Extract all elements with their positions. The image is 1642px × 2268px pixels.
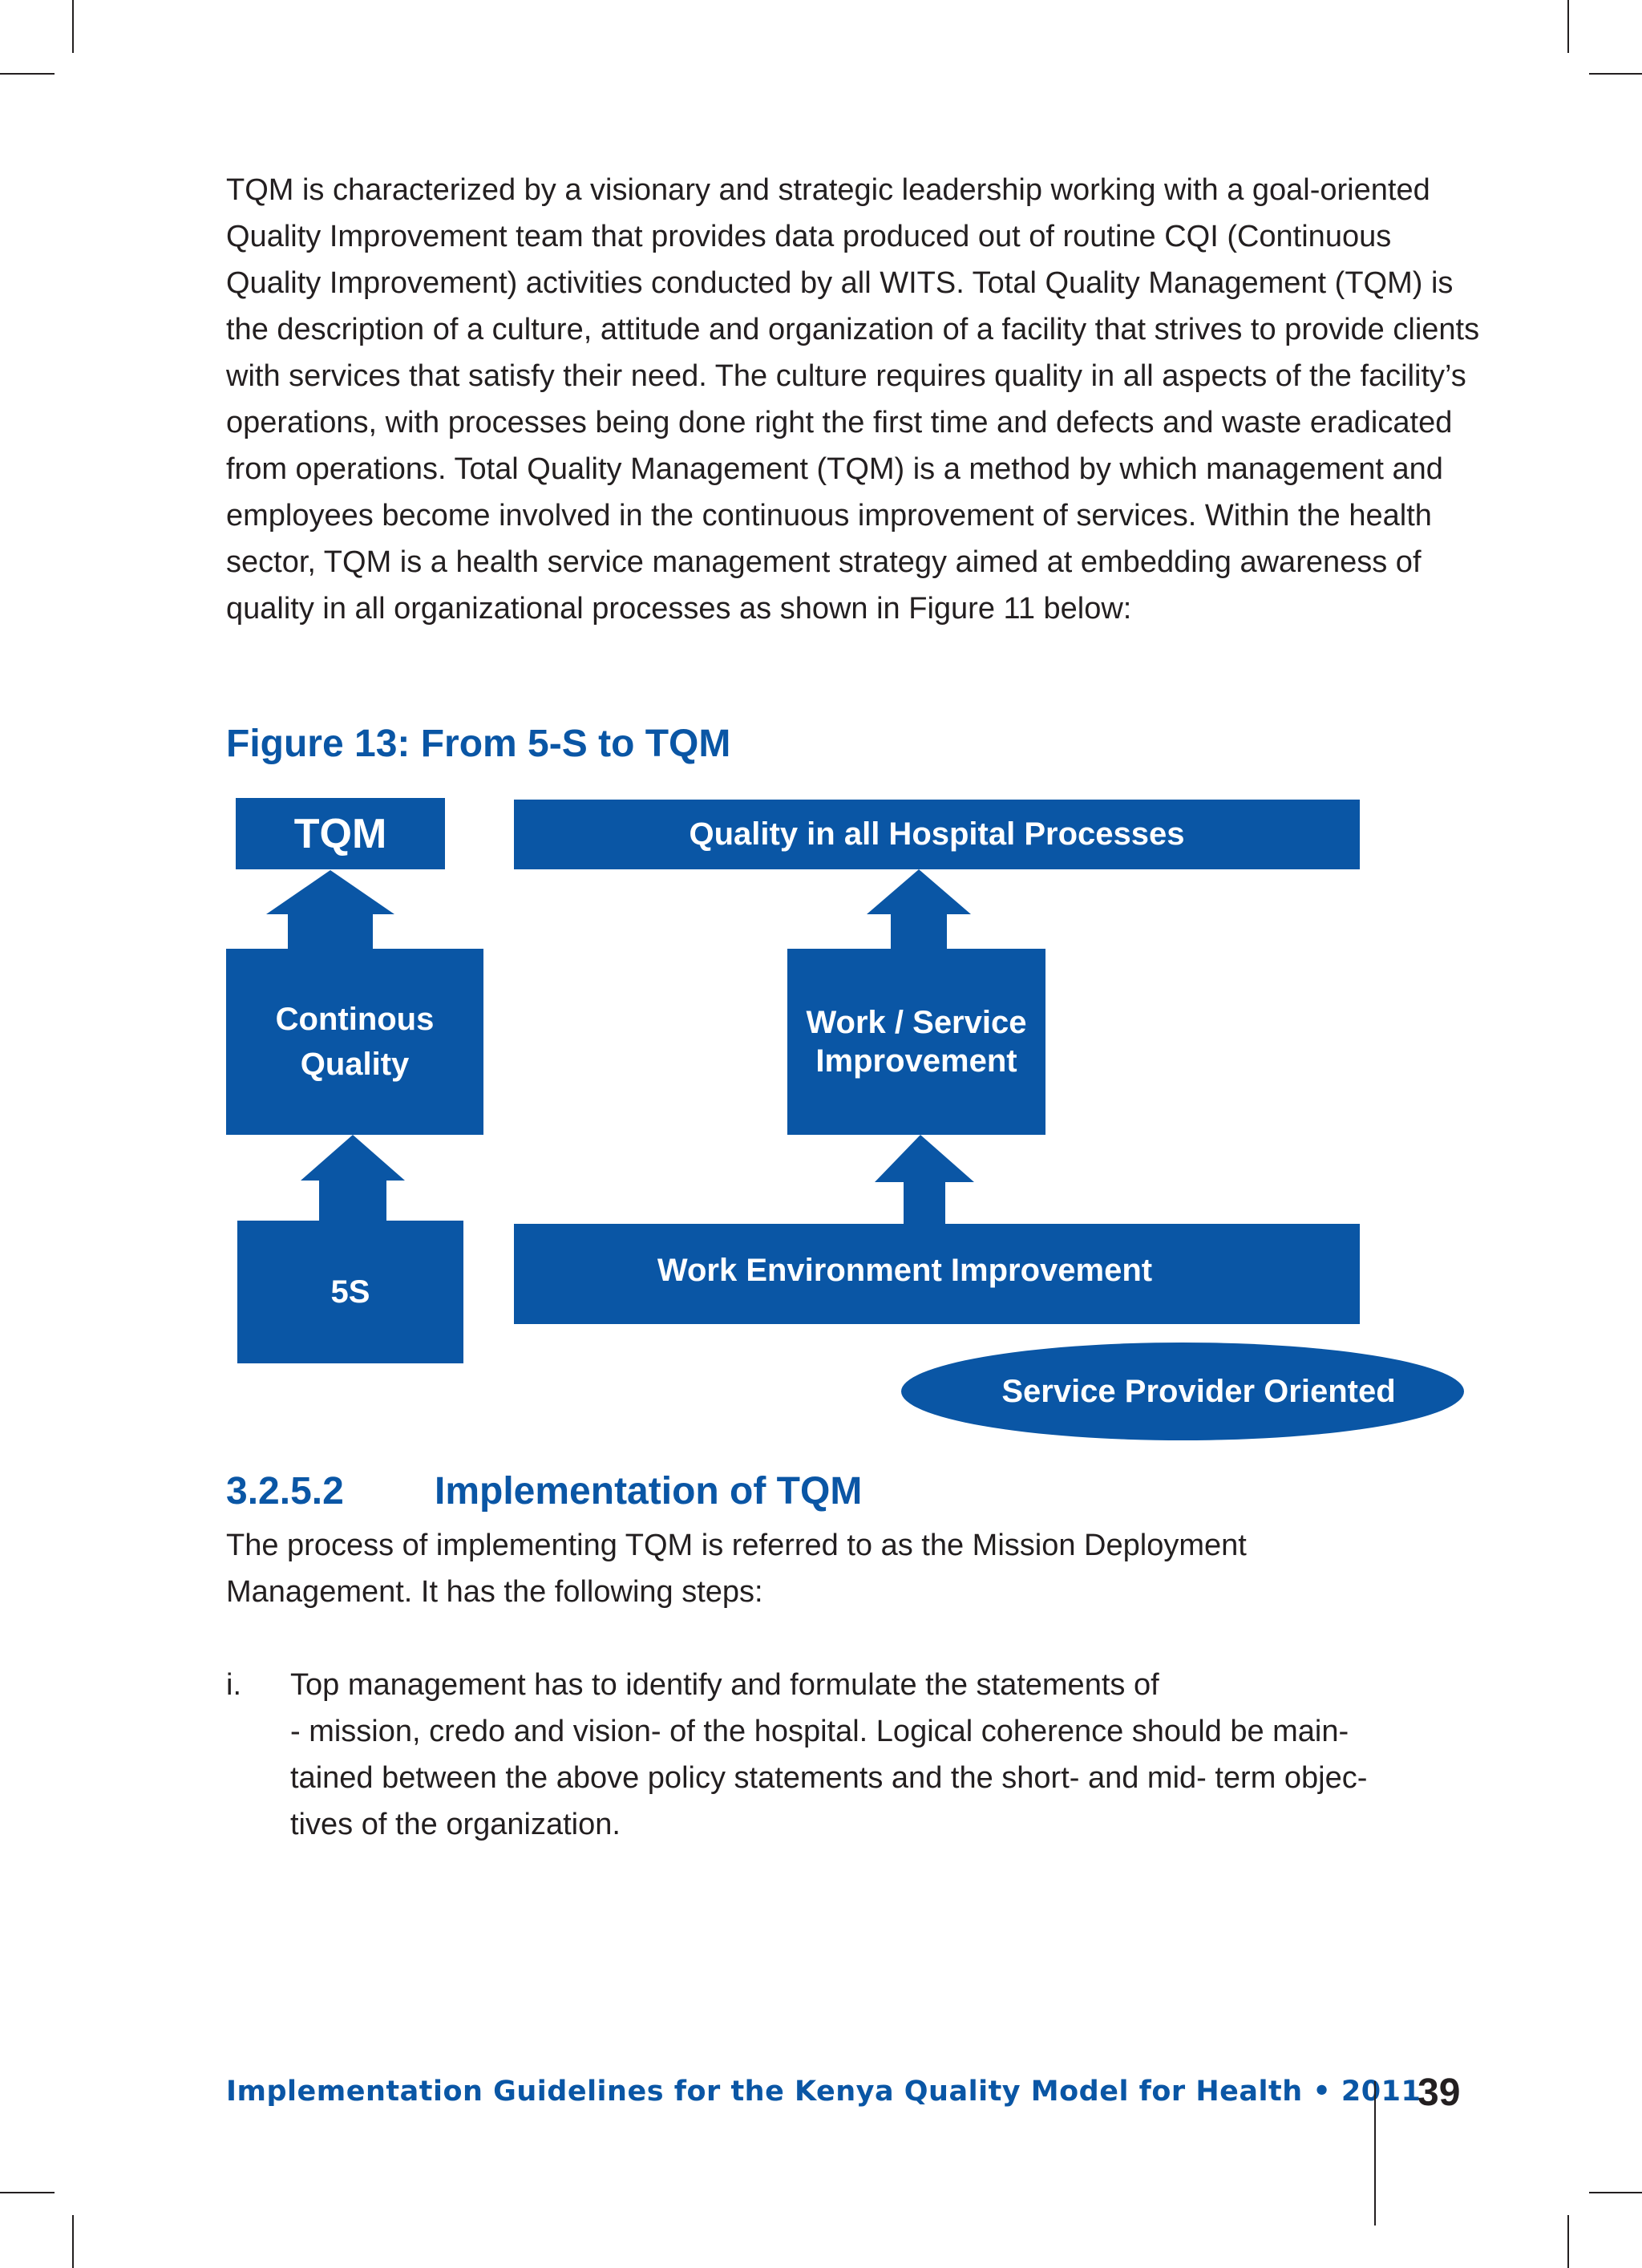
crop-mark	[72, 2215, 74, 2268]
arrow-up-icon	[266, 870, 394, 949]
work-environment-label: Work Environment Improvement	[657, 1253, 1153, 1288]
crop-mark	[0, 73, 55, 75]
list-item-line: tained between the above policy statemen…	[290, 1761, 1368, 1795]
crop-mark	[1589, 73, 1642, 75]
work-service-improvement-box: Work / Service Improvement	[787, 949, 1045, 1135]
quality-all-processes-label: Quality in all Hospital Processes	[689, 816, 1185, 852]
work-service-label-line1: Work / Service	[806, 1005, 1027, 1040]
page-number: 39	[1418, 2072, 1461, 2114]
section-heading: 3.2.5.2 Implementation of TQM	[226, 1469, 862, 1513]
crop-mark	[0, 2192, 55, 2193]
figure-title: Figure 13: From 5-S to TQM	[226, 723, 731, 765]
continous-quality-label-line1: Continous	[275, 1002, 435, 1037]
service-provider-oval: Service Provider Oriented	[901, 1343, 1464, 1440]
tqm-box: TQM	[236, 798, 445, 869]
list-marker: i.	[226, 1668, 241, 1702]
section-intro: The process of implementing TQM is refer…	[226, 1529, 1247, 1609]
arrow-up-icon	[301, 1135, 405, 1221]
continous-quality-box: Continous Quality	[226, 949, 483, 1135]
intro-paragraph: TQM is characterized by a visionary and …	[226, 173, 1480, 626]
tqm-box-label: TQM	[293, 810, 387, 857]
crop-mark	[1589, 2192, 1642, 2193]
arrow-up-icon	[867, 869, 971, 949]
footer-text: Implementation Guidelines for the Kenya …	[226, 2076, 1422, 2108]
crop-mark	[1567, 2215, 1569, 2268]
five-s-label: 5S	[330, 1274, 370, 1310]
crop-mark	[72, 0, 74, 53]
arrow-up-icon	[875, 1135, 974, 1224]
work-environment-box: Work Environment Improvement	[514, 1224, 1360, 1324]
quality-all-processes-box: Quality in all Hospital Processes	[514, 800, 1360, 869]
five-s-box: 5S	[237, 1221, 463, 1363]
crop-mark	[1567, 0, 1569, 53]
footer-divider	[1374, 2081, 1376, 2225]
service-provider-label: Service Provider Oriented	[1001, 1373, 1396, 1409]
section-number: 3.2.5.2	[226, 1470, 344, 1513]
continous-quality-label-line2: Quality	[300, 1047, 410, 1082]
section-title: Implementation of TQM	[435, 1470, 863, 1513]
work-service-label-line2: Improvement	[815, 1043, 1017, 1079]
list-item-text: Top management has to identify and formu…	[290, 1662, 1509, 1848]
list-item-line: Top management has to identify and formu…	[290, 1668, 1159, 1702]
list-item-line: - mission, credo and vision- of the hosp…	[290, 1715, 1349, 1748]
list-item-line: tives of the organization.	[290, 1808, 621, 1841]
